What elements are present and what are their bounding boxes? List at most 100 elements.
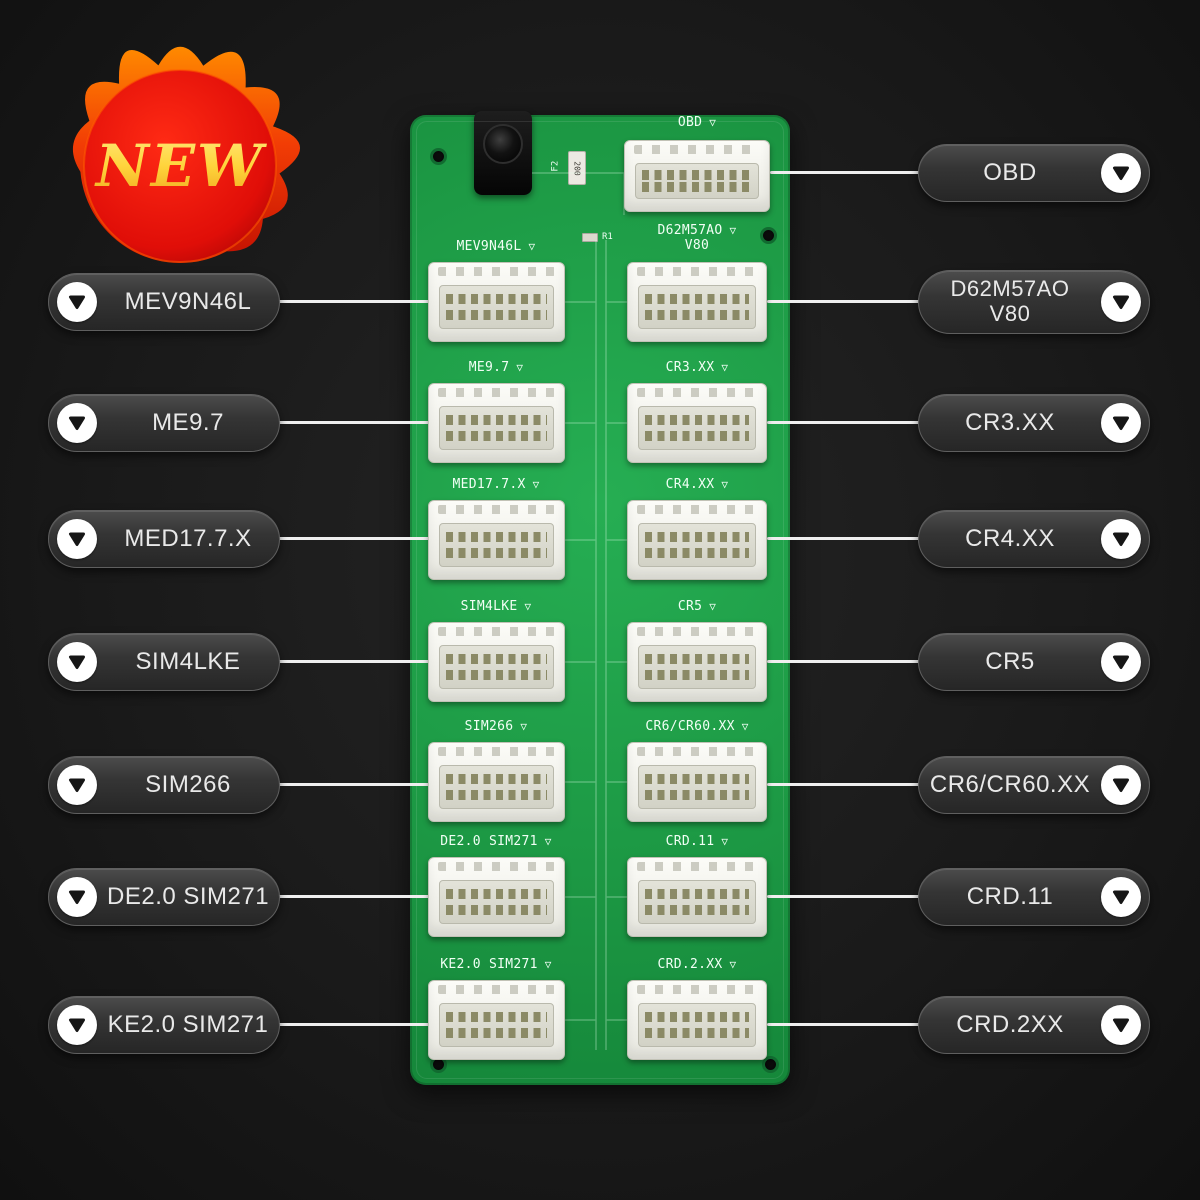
silkscreen-label: DE2.0 SIM271▽ [440, 834, 552, 849]
triangle-marker-icon: ▽ [520, 720, 528, 733]
callout-line [278, 537, 430, 540]
pill-label: CR6/CR60.XX [929, 771, 1091, 798]
silkscreen-label: CRD.11▽ [665, 834, 729, 849]
pin-row [446, 415, 547, 426]
silkscreen-label: OBD▽ [677, 115, 717, 130]
triangle-marker-icon: ▽ [516, 361, 524, 374]
silkscreen-label: CR5▽ [677, 599, 717, 614]
callout-line [767, 1023, 922, 1026]
connector-latch-slots [637, 627, 757, 636]
label-pill-mev9n46l: MEV9N46L [48, 273, 280, 331]
pin-row [642, 169, 752, 180]
pill-label: MEV9N46L [124, 288, 252, 315]
pill-label: CRD.2XX [956, 1011, 1064, 1038]
pin-row [446, 532, 547, 543]
silkscreen-label: D62M57AO▽V80 [657, 223, 737, 253]
triangle-down-icon [1101, 765, 1141, 805]
pin-row [645, 774, 749, 785]
badge-text: NEW [94, 132, 267, 200]
callout-line [767, 660, 922, 663]
pin-row [446, 430, 547, 441]
silkscreen-label: KE2.0 SIM271▽ [440, 957, 552, 972]
new-badge: NEW [72, 46, 301, 263]
silkscreen-label: CR6/CR60.XX▽ [645, 719, 749, 734]
triangle-down-icon [1101, 1005, 1141, 1045]
pin-row [645, 415, 749, 426]
pill-label: CR5 [985, 648, 1035, 675]
pill-label: CR3.XX [965, 409, 1055, 436]
pcb-connector-left-6 [428, 857, 565, 937]
triangle-marker-icon: ▽ [721, 361, 729, 374]
pill-label: CRD.11 [966, 883, 1054, 910]
mounting-hole [762, 1056, 779, 1073]
pin-row [446, 294, 547, 305]
callout-line [278, 783, 430, 786]
callout-line [767, 300, 922, 303]
pcb-connector-left-7 [428, 980, 565, 1060]
callout-line [278, 300, 430, 303]
silkscreen-label: F2 [550, 160, 561, 172]
connector-latch-slots [438, 747, 555, 756]
label-pill-cr6-cr60-xx: CR6/CR60.XX [918, 756, 1150, 814]
triangle-down-icon [57, 765, 97, 805]
pin-row [645, 1027, 749, 1038]
triangle-marker-icon: ▽ [729, 958, 737, 971]
pin-row [645, 547, 749, 558]
triangle-marker-icon: ▽ [709, 116, 717, 129]
callout-line [278, 660, 430, 663]
pin-row [645, 889, 749, 900]
connector-latch-slots [438, 267, 555, 276]
callout-line [767, 895, 922, 898]
callout-line [770, 171, 920, 174]
triangle-marker-icon: ▽ [741, 720, 749, 733]
connector-pin-area [638, 645, 756, 689]
pcb-connector-obd [624, 140, 770, 212]
label-pill-me9-7: ME9.7 [48, 394, 280, 452]
pin-row [645, 430, 749, 441]
pin-row [645, 532, 749, 543]
connector-pin-area [638, 1003, 756, 1047]
triangle-down-icon [57, 403, 97, 443]
connector-pin-area [439, 645, 554, 689]
mounting-hole [430, 148, 447, 165]
connector-pin-area [439, 285, 554, 329]
triangle-down-icon [57, 282, 97, 322]
triangle-down-icon [1101, 403, 1141, 443]
mounting-hole [760, 227, 777, 244]
connector-pin-area [439, 523, 554, 567]
connector-latch-slots [634, 145, 760, 154]
connector-pin-area [439, 406, 554, 450]
callout-line [278, 421, 430, 424]
label-pill-obd: OBD [918, 144, 1150, 202]
connector-pin-area [439, 880, 554, 924]
silkscreen-label: CR3.XX▽ [665, 360, 729, 375]
label-pill-sim266: SIM266 [48, 756, 280, 814]
connector-latch-slots [438, 505, 555, 514]
pin-row [645, 309, 749, 320]
pill-label: CR4.XX [965, 525, 1055, 552]
pin-row [446, 904, 547, 915]
triangle-down-icon [57, 877, 97, 917]
triangle-marker-icon: ▽ [528, 240, 536, 253]
pin-row [446, 789, 547, 800]
fuse-value: 200 [572, 160, 582, 176]
label-pill-cr4-xx: CR4.XX [918, 510, 1150, 568]
callout-line [278, 895, 430, 898]
connector-latch-slots [637, 505, 757, 514]
triangle-down-icon [1101, 519, 1141, 559]
connector-latch-slots [438, 627, 555, 636]
connector-latch-slots [438, 862, 555, 871]
triangle-down-icon [1101, 877, 1141, 917]
silkscreen-label: SIM266▽ [464, 719, 528, 734]
silkscreen-label: CR4.XX▽ [665, 477, 729, 492]
pin-row [645, 1012, 749, 1023]
pill-label: SIM266 [145, 771, 231, 798]
label-pill-crd-2xx: CRD.2XX [918, 996, 1150, 1054]
connector-pin-area [638, 880, 756, 924]
label-pill-med17-7-x: MED17.7.X [48, 510, 280, 568]
connector-pin-area [638, 406, 756, 450]
label-pill-cr3-xx: CR3.XX [918, 394, 1150, 452]
triangle-marker-icon: ▽ [729, 224, 737, 237]
label-pill-de2-0-sim271: DE2.0 SIM271 [48, 868, 280, 926]
